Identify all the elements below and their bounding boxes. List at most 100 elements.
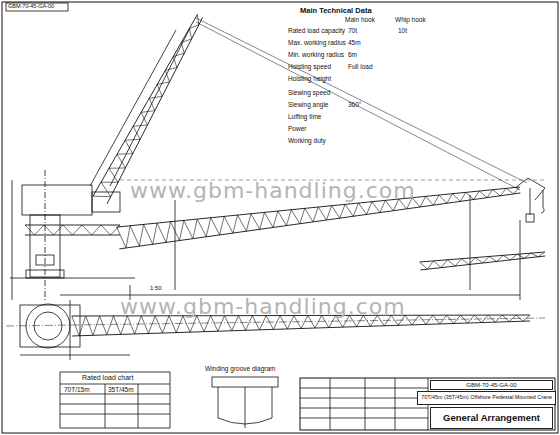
lattice-member (197, 219, 206, 237)
lattice-member (353, 203, 358, 216)
lattice-member (420, 252, 545, 262)
lattice-member (273, 211, 278, 227)
lattice-member (516, 315, 523, 321)
spec-label: Hoisting speed (288, 64, 331, 71)
lattice-member (107, 17, 203, 203)
lattice-member (420, 262, 428, 269)
lattice-member (538, 252, 545, 257)
lattice-member (173, 56, 177, 67)
lattice-member (155, 316, 162, 333)
lattice-member (189, 29, 191, 39)
lattice-member (141, 112, 147, 125)
lattice-member (181, 43, 184, 54)
title-text: 70T/45m (35T/45m) Offshore Pedestal Moun… (421, 395, 552, 401)
lattice-member (224, 216, 233, 233)
lattice-member (489, 256, 496, 261)
lattice-member (327, 206, 332, 220)
spec-label: Min. working radius (288, 52, 344, 59)
lattice-member (206, 218, 211, 237)
lattice-member (502, 315, 509, 322)
lattice-member (135, 316, 142, 334)
lattice-member (461, 315, 468, 323)
lattice-member (500, 188, 506, 195)
lattice-member (109, 168, 118, 182)
lattice-member (35, 225, 45, 235)
lattice-member (157, 82, 169, 84)
spec-label: Winding groove diagram (205, 366, 275, 373)
lattice-member (117, 154, 125, 168)
lattice-member (426, 196, 434, 205)
lattice-member (380, 200, 385, 212)
lattice-member (434, 261, 442, 268)
lattice-member (93, 316, 100, 335)
spec-label: 360° (348, 102, 361, 109)
lattice-member (372, 202, 380, 213)
lattice-member (511, 254, 517, 260)
lattice-member (475, 258, 483, 263)
lattice-member (487, 190, 493, 198)
lattice-member (412, 315, 419, 325)
lattice-member (509, 315, 516, 322)
lattice-member (79, 316, 86, 336)
spec-label: 45m (348, 40, 361, 47)
title-text: General Arrangement (443, 413, 540, 423)
spec-label: 1:50 (150, 285, 162, 291)
lattice-member (149, 98, 155, 110)
lattice-member (440, 315, 447, 324)
lattice-member (468, 315, 475, 323)
lattice-member (165, 70, 169, 82)
lattice-member (264, 212, 273, 227)
lattice-member (474, 315, 481, 322)
lattice-member (204, 316, 211, 332)
lattice-member (439, 195, 447, 203)
lattice-member (169, 316, 176, 333)
lattice-member (419, 315, 426, 324)
lattice-member (497, 255, 503, 261)
lattice-member (481, 315, 488, 322)
lattice-member (514, 187, 520, 194)
lattice-member (197, 316, 204, 332)
lattice-member (125, 139, 140, 141)
lattice-member (286, 210, 291, 226)
spec-label: Main hook (345, 17, 375, 24)
lattice-member (92, 225, 102, 235)
lattice-member (72, 316, 79, 336)
lattice-member (109, 167, 125, 168)
lattice-member (495, 315, 502, 322)
spec-label: GBM-70-45-GA-00 (8, 4, 54, 10)
lattice-member (447, 315, 454, 323)
lattice-member (260, 212, 265, 229)
lattice-member (153, 223, 157, 244)
lattice-member (113, 316, 120, 334)
lattice-member (332, 206, 340, 218)
lattice-member (101, 182, 118, 183)
spec-label: Rated load chart (82, 374, 133, 381)
lattice-member (141, 111, 155, 113)
lattice-member (218, 316, 225, 332)
lattice-member (300, 208, 305, 223)
lattice-member (433, 315, 440, 324)
lattice-member (157, 223, 166, 242)
lattice-member (73, 225, 83, 235)
lattice-member (101, 182, 111, 196)
lattice-member (447, 194, 453, 204)
lattice-member (503, 255, 510, 260)
lattice-member (63, 225, 73, 235)
lattice-member (54, 225, 64, 235)
lattice-member (101, 225, 111, 235)
lattice-member (189, 25, 199, 29)
lattice-member (358, 203, 366, 214)
lattice-member (107, 316, 114, 335)
lattice-member (367, 202, 372, 215)
spec-label: 70t (348, 28, 357, 35)
lattice-member (197, 15, 199, 25)
lattice-member (441, 260, 447, 268)
spec-label: 70T/15m (64, 387, 90, 394)
lattice-member (127, 316, 134, 334)
lattice-member (148, 316, 155, 334)
lattice-member (420, 256, 545, 270)
spec-label: Full load (348, 64, 373, 71)
lattice-member (133, 125, 147, 126)
lattice-member (162, 316, 169, 333)
